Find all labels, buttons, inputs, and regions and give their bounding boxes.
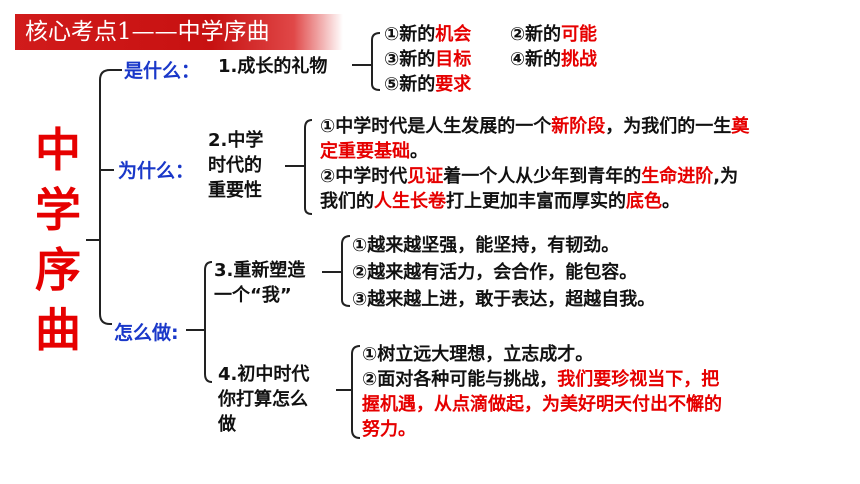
plan-items: ①树立远大理想，立志成才。 ②面对各种可能与挑战，我们要珍视当下，把 握机遇，从… xyxy=(362,344,722,440)
how-bracket xyxy=(186,261,213,383)
center-char: 序 xyxy=(35,243,81,297)
reshape-items: ①越来越坚强，能坚持，有韧劲。 ②越来越有活力，会合作，能包容。 ③越来越上进，… xyxy=(352,235,656,310)
point-reshape: 3.重新塑造 一个“我” xyxy=(214,260,306,306)
question-how: 怎么做: xyxy=(114,322,179,344)
main-bracket xyxy=(86,69,111,325)
question-what: 是什么： xyxy=(124,60,201,82)
why-text: ①中学时代是人生发展的一个新阶段，为我们的一生奠 定重要基础。 ②中学时代见证着… xyxy=(320,116,750,212)
point-why: 2.中学 时代的 重要性 xyxy=(208,130,264,201)
title-banner: 核心考点1——中学序曲 xyxy=(15,14,343,50)
what-bracket xyxy=(352,32,381,91)
center-title: 中 学 序 曲 xyxy=(28,120,88,360)
why-bracket xyxy=(285,119,313,215)
point-what: 1.成长的礼物 xyxy=(218,56,328,77)
what-items: ①新的机会 ②新的可能 ③新的目标 ④新的挑战 ⑤新的要求 xyxy=(384,24,598,95)
p3-bracket xyxy=(322,235,351,307)
point-plan: 4.初中时代 你打算怎么 做 xyxy=(218,364,310,435)
center-char: 中 xyxy=(35,123,81,177)
center-char: 学 xyxy=(35,183,81,237)
center-char: 曲 xyxy=(35,303,81,357)
p4-bracket xyxy=(336,345,361,439)
question-why: 为什么： xyxy=(118,160,195,182)
